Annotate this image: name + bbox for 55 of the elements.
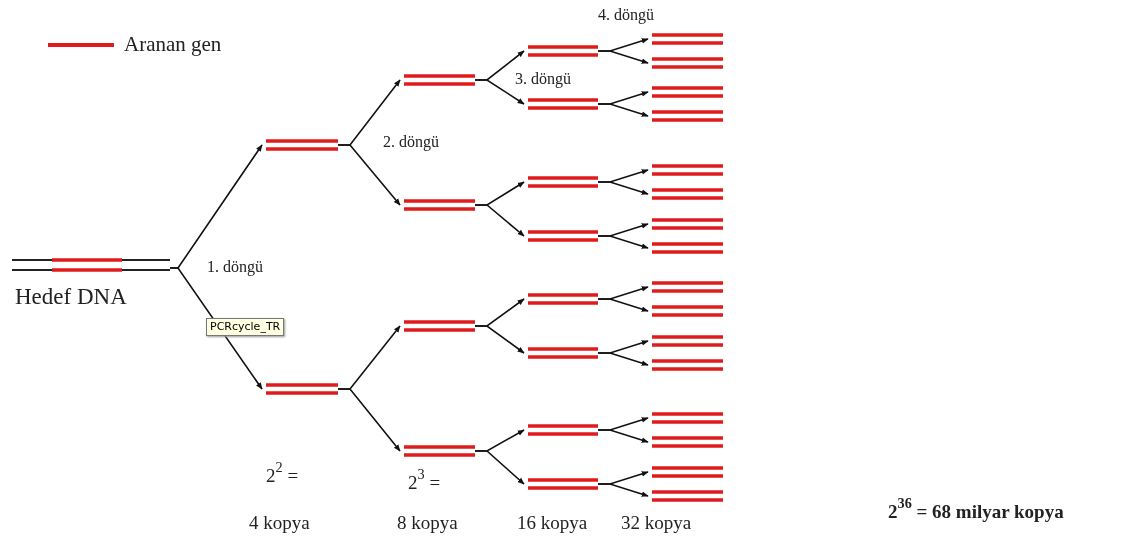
dna-copy: [652, 334, 723, 348]
legend-label: Aranan gen: [124, 32, 222, 57]
arrow: [597, 352, 649, 366]
arrow: [597, 103, 649, 117]
node-label: Hedef DNA: [15, 285, 127, 308]
dna-copy: [266, 382, 338, 396]
dna-copy: [528, 44, 598, 58]
copy-count: 16 kopya: [517, 513, 588, 534]
cycle-label: 1. döngü: [207, 258, 263, 276]
dna-copy: [652, 241, 723, 255]
dna-copy: [652, 489, 723, 503]
arrow: [337, 144, 401, 206]
dna-copy: [652, 163, 723, 177]
dna-copy: [652, 109, 723, 123]
dna-copy: [528, 229, 598, 243]
arrow: [597, 235, 649, 249]
dna-copy: [652, 56, 723, 70]
dna-copy: [528, 175, 598, 189]
dna-copy: [652, 358, 723, 372]
arrow: [597, 429, 649, 443]
copy-count: 4 kopya: [249, 513, 310, 534]
copy-count: 32 kopya: [621, 513, 692, 534]
arrow: [474, 325, 525, 354]
dna-copy: [404, 319, 475, 333]
dna-copy: [404, 73, 475, 87]
dna-copy: [528, 477, 598, 491]
dna-copy: [652, 32, 723, 46]
dna-copy: [528, 423, 598, 437]
dna-copy: [652, 435, 723, 449]
dna-copy: [528, 292, 598, 306]
dna-copy: [652, 304, 723, 318]
dna-copy: [404, 444, 475, 458]
arrow: [337, 388, 401, 452]
arrow: [597, 181, 649, 195]
cycle-label: 2. döngü: [383, 133, 439, 151]
arrow: [474, 79, 525, 105]
dna-copy: [652, 85, 723, 99]
dna-copy: [652, 465, 723, 479]
dna-copy: [266, 138, 338, 152]
arrow: [597, 298, 649, 312]
arrow: [597, 483, 649, 497]
dna-copy: [404, 198, 475, 212]
dna-copy: [652, 280, 723, 294]
arrow: [474, 450, 525, 485]
dna-copy: [528, 97, 598, 111]
cycle-label: 4. döngü: [598, 6, 654, 24]
dna-copy: [652, 411, 723, 425]
cycle-label: 3. döngü: [515, 70, 571, 88]
copy-count: 8 kopya: [397, 513, 458, 534]
tooltip: PCRcycle_TR: [206, 318, 285, 337]
arrow: [597, 50, 649, 64]
arrow: [474, 204, 525, 237]
dna-copy: [652, 187, 723, 201]
dna-copy: [652, 217, 723, 231]
dna-copy: [528, 346, 598, 360]
